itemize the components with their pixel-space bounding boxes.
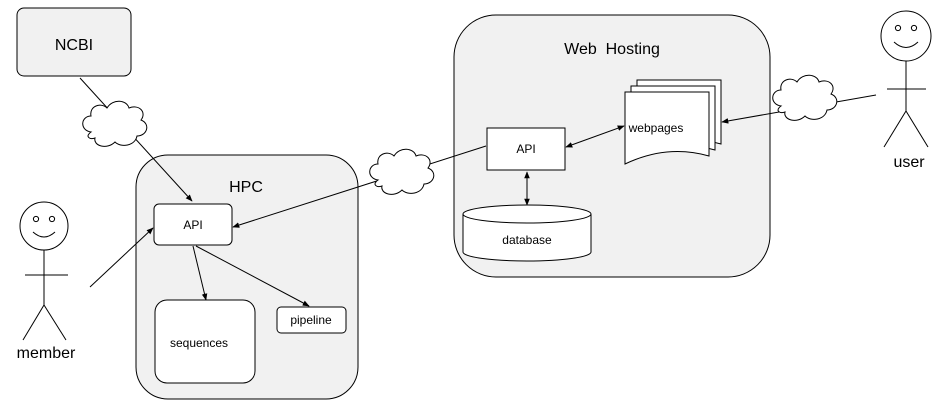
pipeline-label: pipeline: [290, 313, 332, 327]
api-to-webpages-link: [565, 125, 625, 148]
hpc-api-label: API: [183, 218, 202, 232]
sequences-box: [154, 299, 256, 384]
web-hosting-title: Web Hosting: [564, 41, 660, 58]
member-to-hpc-api-link: [89, 227, 154, 288]
web-api-box: [486, 127, 566, 171]
pipeline-box: [276, 306, 347, 334]
hpc-api-to-pipeline-link: [195, 245, 310, 307]
member-label: member: [17, 345, 76, 362]
cloud-api-link: [369, 148, 435, 195]
user-label: user: [893, 154, 925, 171]
web-api-label: API: [516, 142, 535, 156]
web-api-to-hpc-api-link: [232, 145, 487, 228]
webpages-label: webpages: [628, 121, 684, 135]
cloud-user-link: [772, 74, 838, 121]
sequences-label: sequences: [170, 336, 228, 350]
member-actor-icon: [19, 201, 69, 341]
user-actor-icon: [880, 10, 932, 148]
webpages-stack: [624, 79, 722, 165]
ncbi-box: [16, 7, 132, 77]
database-label: database: [502, 233, 552, 247]
hpc-api-to-sequences-link: [192, 245, 208, 301]
hpc-title: HPC: [229, 179, 263, 196]
cloud-ncbi-link: [82, 100, 148, 147]
hpc-api-box: [153, 203, 233, 246]
ncbi-label: NCBI: [55, 37, 93, 54]
database-cylinder: [462, 204, 592, 262]
